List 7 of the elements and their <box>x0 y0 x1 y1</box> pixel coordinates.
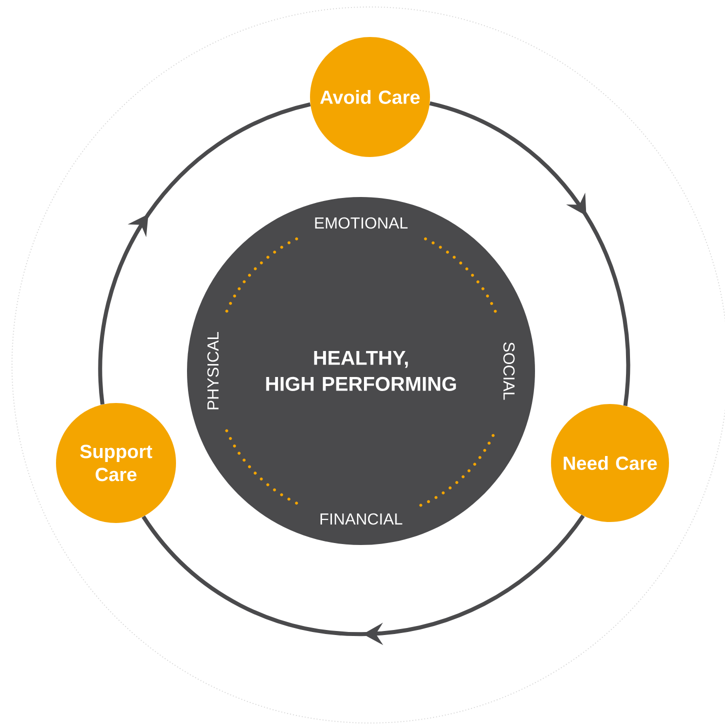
ring-label: EMOTIONAL <box>315 217 408 229</box>
ring-label: FINANCIAL <box>320 513 402 525</box>
cycle-arrow <box>429 101 630 406</box>
ring-label: SOCIAL <box>503 342 515 400</box>
ring-label: PHYSICAL <box>207 332 219 410</box>
cycle-arrow <box>98 102 311 404</box>
cycle-arrow <box>142 514 585 646</box>
